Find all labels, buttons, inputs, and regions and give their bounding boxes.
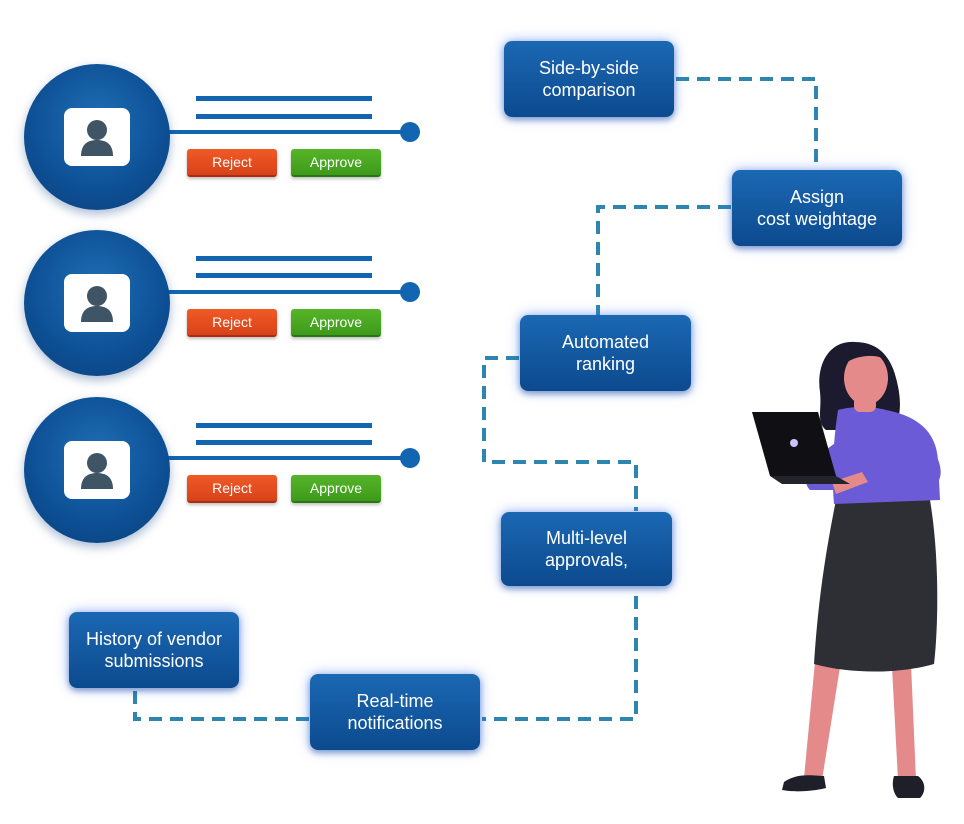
text-line	[196, 440, 372, 445]
text-line	[196, 96, 372, 101]
approve-button[interactable]: Approve	[291, 475, 381, 503]
woman-with-laptop-illustration	[752, 341, 941, 798]
dashed-flow-lines	[133, 77, 818, 721]
user-icon	[81, 453, 113, 489]
sleeve-right	[860, 436, 941, 486]
connector-notifications-to-history	[133, 689, 309, 721]
node-label-line: comparison	[542, 80, 636, 100]
connector-weightage-to-ranking	[596, 205, 731, 316]
history-of-vendor-submissions-node: History of vendor submissions	[69, 612, 239, 688]
user-icon	[81, 286, 113, 322]
connector-comparison-to-weightage	[676, 77, 818, 170]
avatar-card	[64, 441, 130, 499]
multi-level-approvals-node: Multi-level approvals,	[501, 512, 672, 586]
reject-button[interactable]: Reject	[187, 475, 277, 503]
node-label-line: approvals,	[544, 550, 629, 570]
connector-ranking-to-approvals	[482, 356, 638, 511]
applicant-avatar	[24, 397, 170, 543]
node-label-line: History of vendor	[85, 629, 223, 649]
assign-cost-weightage-node: Assign cost weightage	[732, 170, 902, 246]
shoe-right	[892, 776, 925, 798]
real-time-notifications-node: Real-time notifications	[310, 674, 480, 750]
node-label-line: submissions	[104, 651, 204, 671]
connector-dot	[400, 448, 420, 468]
face	[844, 351, 888, 405]
node-label-line: Side-by-side	[538, 58, 640, 78]
reject-button[interactable]: Reject	[187, 149, 277, 177]
avatar-card	[64, 274, 130, 332]
shoe-left	[782, 775, 826, 792]
text-line	[196, 256, 372, 261]
applicant-avatar	[24, 64, 170, 210]
reject-button[interactable]: Reject	[187, 309, 277, 337]
hair-front	[844, 349, 886, 364]
text-line	[196, 423, 372, 428]
skirt	[814, 500, 938, 672]
approve-button[interactable]: Approve	[291, 149, 381, 177]
automated-ranking-node: Automated ranking	[520, 315, 691, 391]
applicant-avatar	[24, 230, 170, 376]
side-by-side-comparison-node: Side-by-side comparison	[504, 41, 674, 117]
node-label-line: ranking	[575, 354, 636, 374]
connector-dot	[400, 122, 420, 142]
node-label-line: cost weightage	[756, 209, 878, 229]
text-line	[196, 273, 372, 278]
application-rows	[150, 96, 420, 468]
text-line	[196, 114, 372, 119]
node-label-line: Assign	[789, 187, 844, 207]
laptop-icon	[752, 412, 850, 484]
node-label-line: Multi-level	[545, 528, 628, 548]
node-label-line: Real-time	[356, 691, 434, 711]
node-label-line: Automated	[561, 332, 650, 352]
hand	[832, 472, 868, 494]
user-icon	[81, 120, 113, 156]
avatar-card	[64, 108, 130, 166]
node-label-line: notifications	[347, 713, 443, 733]
connector-dot	[400, 282, 420, 302]
approve-button[interactable]: Approve	[291, 309, 381, 337]
connector-approvals-to-notifications	[482, 596, 638, 721]
